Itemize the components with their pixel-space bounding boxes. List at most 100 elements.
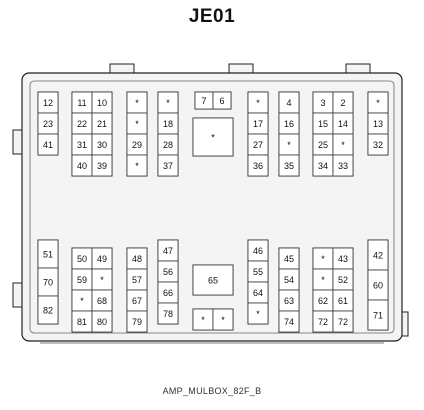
- fuse-slot: [278, 154, 300, 177]
- fuse-slot: [126, 310, 148, 333]
- fuse-slot-number: 72: [318, 317, 328, 327]
- fuse-slot-number: 16: [284, 119, 294, 129]
- fuse-slot: [91, 310, 113, 333]
- fuse-slot-number: 29: [132, 140, 142, 150]
- fuse-group-g6: *: [192, 117, 234, 157]
- fuse-slot-number: 28: [163, 140, 173, 150]
- fuse-slot-marker: *: [341, 140, 345, 150]
- fuse-slot-number: 39: [97, 161, 107, 171]
- fuse-slot-number: 7: [201, 96, 206, 106]
- fuse-slot-number: 72: [338, 317, 348, 327]
- fuse-slot: [192, 117, 234, 157]
- fuse-slot: [126, 154, 148, 177]
- fuse-slot-number: 81: [77, 317, 87, 327]
- fuse-slot-number: 65: [208, 276, 218, 286]
- fuse-slot-number: 57: [132, 275, 142, 285]
- fuse-slot-number: 74: [284, 317, 294, 327]
- fuse-slot-number: 37: [163, 161, 173, 171]
- fuse-slot: [278, 310, 300, 333]
- fuse-slot-marker: *: [321, 275, 325, 285]
- fuse-slot-marker: *: [321, 254, 325, 264]
- fuse-slot-number: 82: [43, 306, 53, 316]
- fuse-group-g7: * 17 27 36: [247, 91, 269, 177]
- fuse-group-g17: 46 55 64 *: [247, 239, 269, 325]
- fuse-slot-number: 13: [373, 119, 383, 129]
- fuse-slot-number: 34: [318, 161, 328, 171]
- fuse-slot-number: 61: [338, 296, 348, 306]
- fuse-slot-number: 32: [373, 140, 383, 150]
- fuse-slot-number: 79: [132, 317, 142, 327]
- fuse-slot: [212, 308, 234, 331]
- fuse-slot-number: 66: [163, 288, 173, 298]
- fuse-group-g12: 50 49 59 * * 68 81 80: [71, 247, 113, 333]
- fuse-group-g3: **29*: [126, 91, 148, 177]
- fuse-slot: [37, 295, 59, 325]
- fuse-slot-number: 25: [318, 140, 328, 150]
- fuse-slot-number: 23: [43, 119, 53, 129]
- fuse-slot-number: 14: [338, 119, 348, 129]
- fuse-slot: [367, 299, 389, 331]
- fuse-slot-number: 10: [97, 98, 107, 108]
- fuse-group-g4: * 18 28 37: [157, 91, 179, 177]
- fuse-slot-number: 27: [253, 140, 263, 150]
- fuse-slot-number: 41: [43, 140, 53, 150]
- fuse-group-g15: 65: [192, 264, 234, 296]
- fuse-slot-number: 63: [284, 296, 294, 306]
- fuse-slot-number: 48: [132, 254, 142, 264]
- fuse-slot-number: 47: [163, 246, 173, 256]
- fuse-slot-number: 31: [77, 140, 87, 150]
- fuse-slot: [157, 154, 179, 177]
- fuse-slot: [332, 154, 354, 177]
- fuse-slot-number: 18: [163, 119, 173, 129]
- fuse-slot: [37, 133, 59, 156]
- fuse-slot-number: 70: [43, 278, 53, 288]
- fuse-slot: [91, 154, 113, 177]
- fuse-slot-number: 52: [338, 275, 348, 285]
- fuse-slot-marker: *: [201, 315, 205, 325]
- fuse-slot-number: 40: [77, 161, 87, 171]
- fuse-slot-marker: *: [256, 309, 260, 319]
- fuse-slot-number: 12: [43, 98, 53, 108]
- fuse-slot-number: 21: [97, 119, 107, 129]
- fuse-slot-number: 36: [253, 161, 263, 171]
- fuse-slot-number: 17: [253, 119, 263, 129]
- fuse-slot-number: 68: [97, 296, 107, 306]
- fuse-slot-number: 35: [284, 161, 294, 171]
- fuse-group-g1: 12 23 41: [37, 91, 59, 156]
- fuse-slot-number: 46: [253, 246, 263, 256]
- fuse-group-g8: 4 16 * 35: [278, 91, 300, 177]
- fuse-slot: [212, 91, 232, 110]
- fuse-slot-marker: *: [221, 315, 225, 325]
- fuse-slot: [157, 302, 179, 325]
- fuse-slot-number: 62: [318, 296, 328, 306]
- fuse-slot-marker: *: [256, 98, 260, 108]
- fuse-slot-number: 59: [77, 275, 87, 285]
- fuse-slot-number: 51: [43, 250, 53, 260]
- fuse-slot-number: 60: [373, 281, 383, 291]
- fuse-slot-marker: *: [287, 140, 291, 150]
- fuse-slot-marker: *: [100, 275, 104, 285]
- fuse-slot-number: 33: [338, 161, 348, 171]
- fuse-slot-number: 49: [97, 254, 107, 264]
- fuse-box-inner-border: [29, 80, 395, 334]
- fuse-slot-number: 55: [253, 267, 263, 277]
- fuse-slot-number: 6: [219, 96, 224, 106]
- fuse-slot-marker: *: [80, 296, 84, 306]
- fuse-slot-number: 50: [77, 254, 87, 264]
- fuse-slot-number: 54: [284, 275, 294, 285]
- fuse-slot-number: 80: [97, 317, 107, 327]
- fuse-slot-marker: *: [376, 98, 380, 108]
- fuse-slot-number: 2: [340, 98, 345, 108]
- fuse-slot-number: 4: [286, 98, 291, 108]
- fuse-group-g16: **: [192, 308, 234, 331]
- fuse-slot: [247, 302, 269, 325]
- fuse-slot-number: 71: [373, 311, 383, 321]
- fuse-slot-marker: *: [166, 98, 170, 108]
- fuse-slot-number: 64: [253, 288, 263, 298]
